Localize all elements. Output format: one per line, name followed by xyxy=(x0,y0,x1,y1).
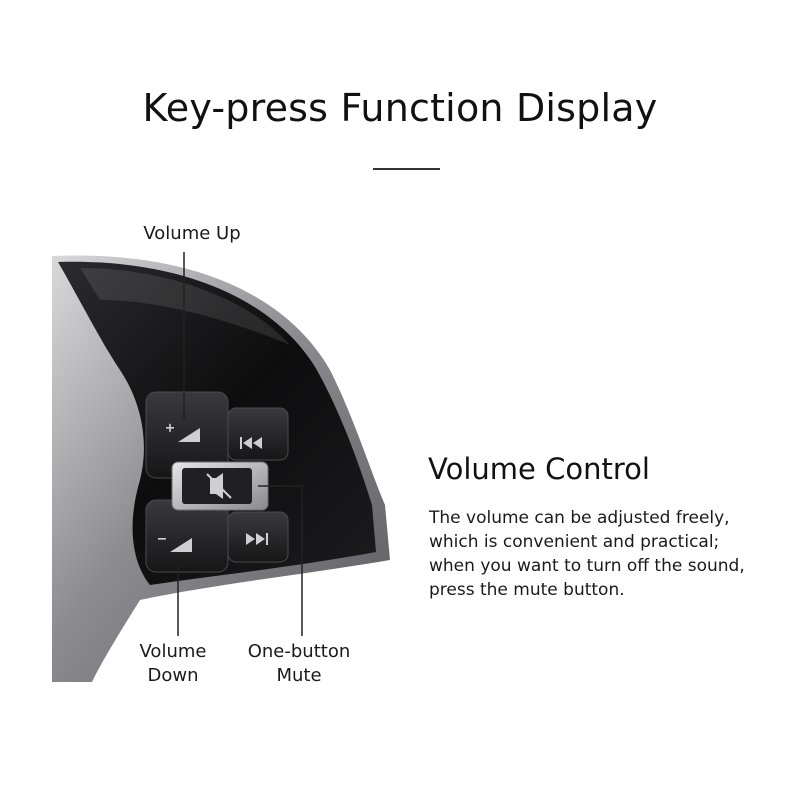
next-track-icon xyxy=(246,533,268,545)
section-heading: Volume Control xyxy=(428,452,650,486)
volume-down-button[interactable] xyxy=(145,499,229,573)
wheel-highlight xyxy=(80,268,290,345)
previous-track-icon xyxy=(240,437,262,449)
section-description: The volume can be adjusted freely, which… xyxy=(429,506,789,602)
previous-track-button[interactable] xyxy=(227,407,289,461)
description-line: The volume can be adjusted freely, xyxy=(429,508,730,528)
title-divider xyxy=(373,168,440,170)
description-line: press the mute button. xyxy=(429,580,625,600)
volume-up-label: Volume Up xyxy=(143,223,241,244)
mute-icon xyxy=(206,473,232,499)
volume-up-icon xyxy=(166,423,200,442)
volume-down-icon xyxy=(158,538,192,552)
mute-leader xyxy=(258,485,303,636)
mute-label: One-button Mute xyxy=(247,641,351,686)
volume-down-label: Volume Down xyxy=(139,641,207,686)
description-line: which is convenient and practical; xyxy=(429,532,720,552)
description-line: when you want to turn off the sound, xyxy=(429,556,745,576)
page-title: Key-press Function Display xyxy=(142,86,658,130)
